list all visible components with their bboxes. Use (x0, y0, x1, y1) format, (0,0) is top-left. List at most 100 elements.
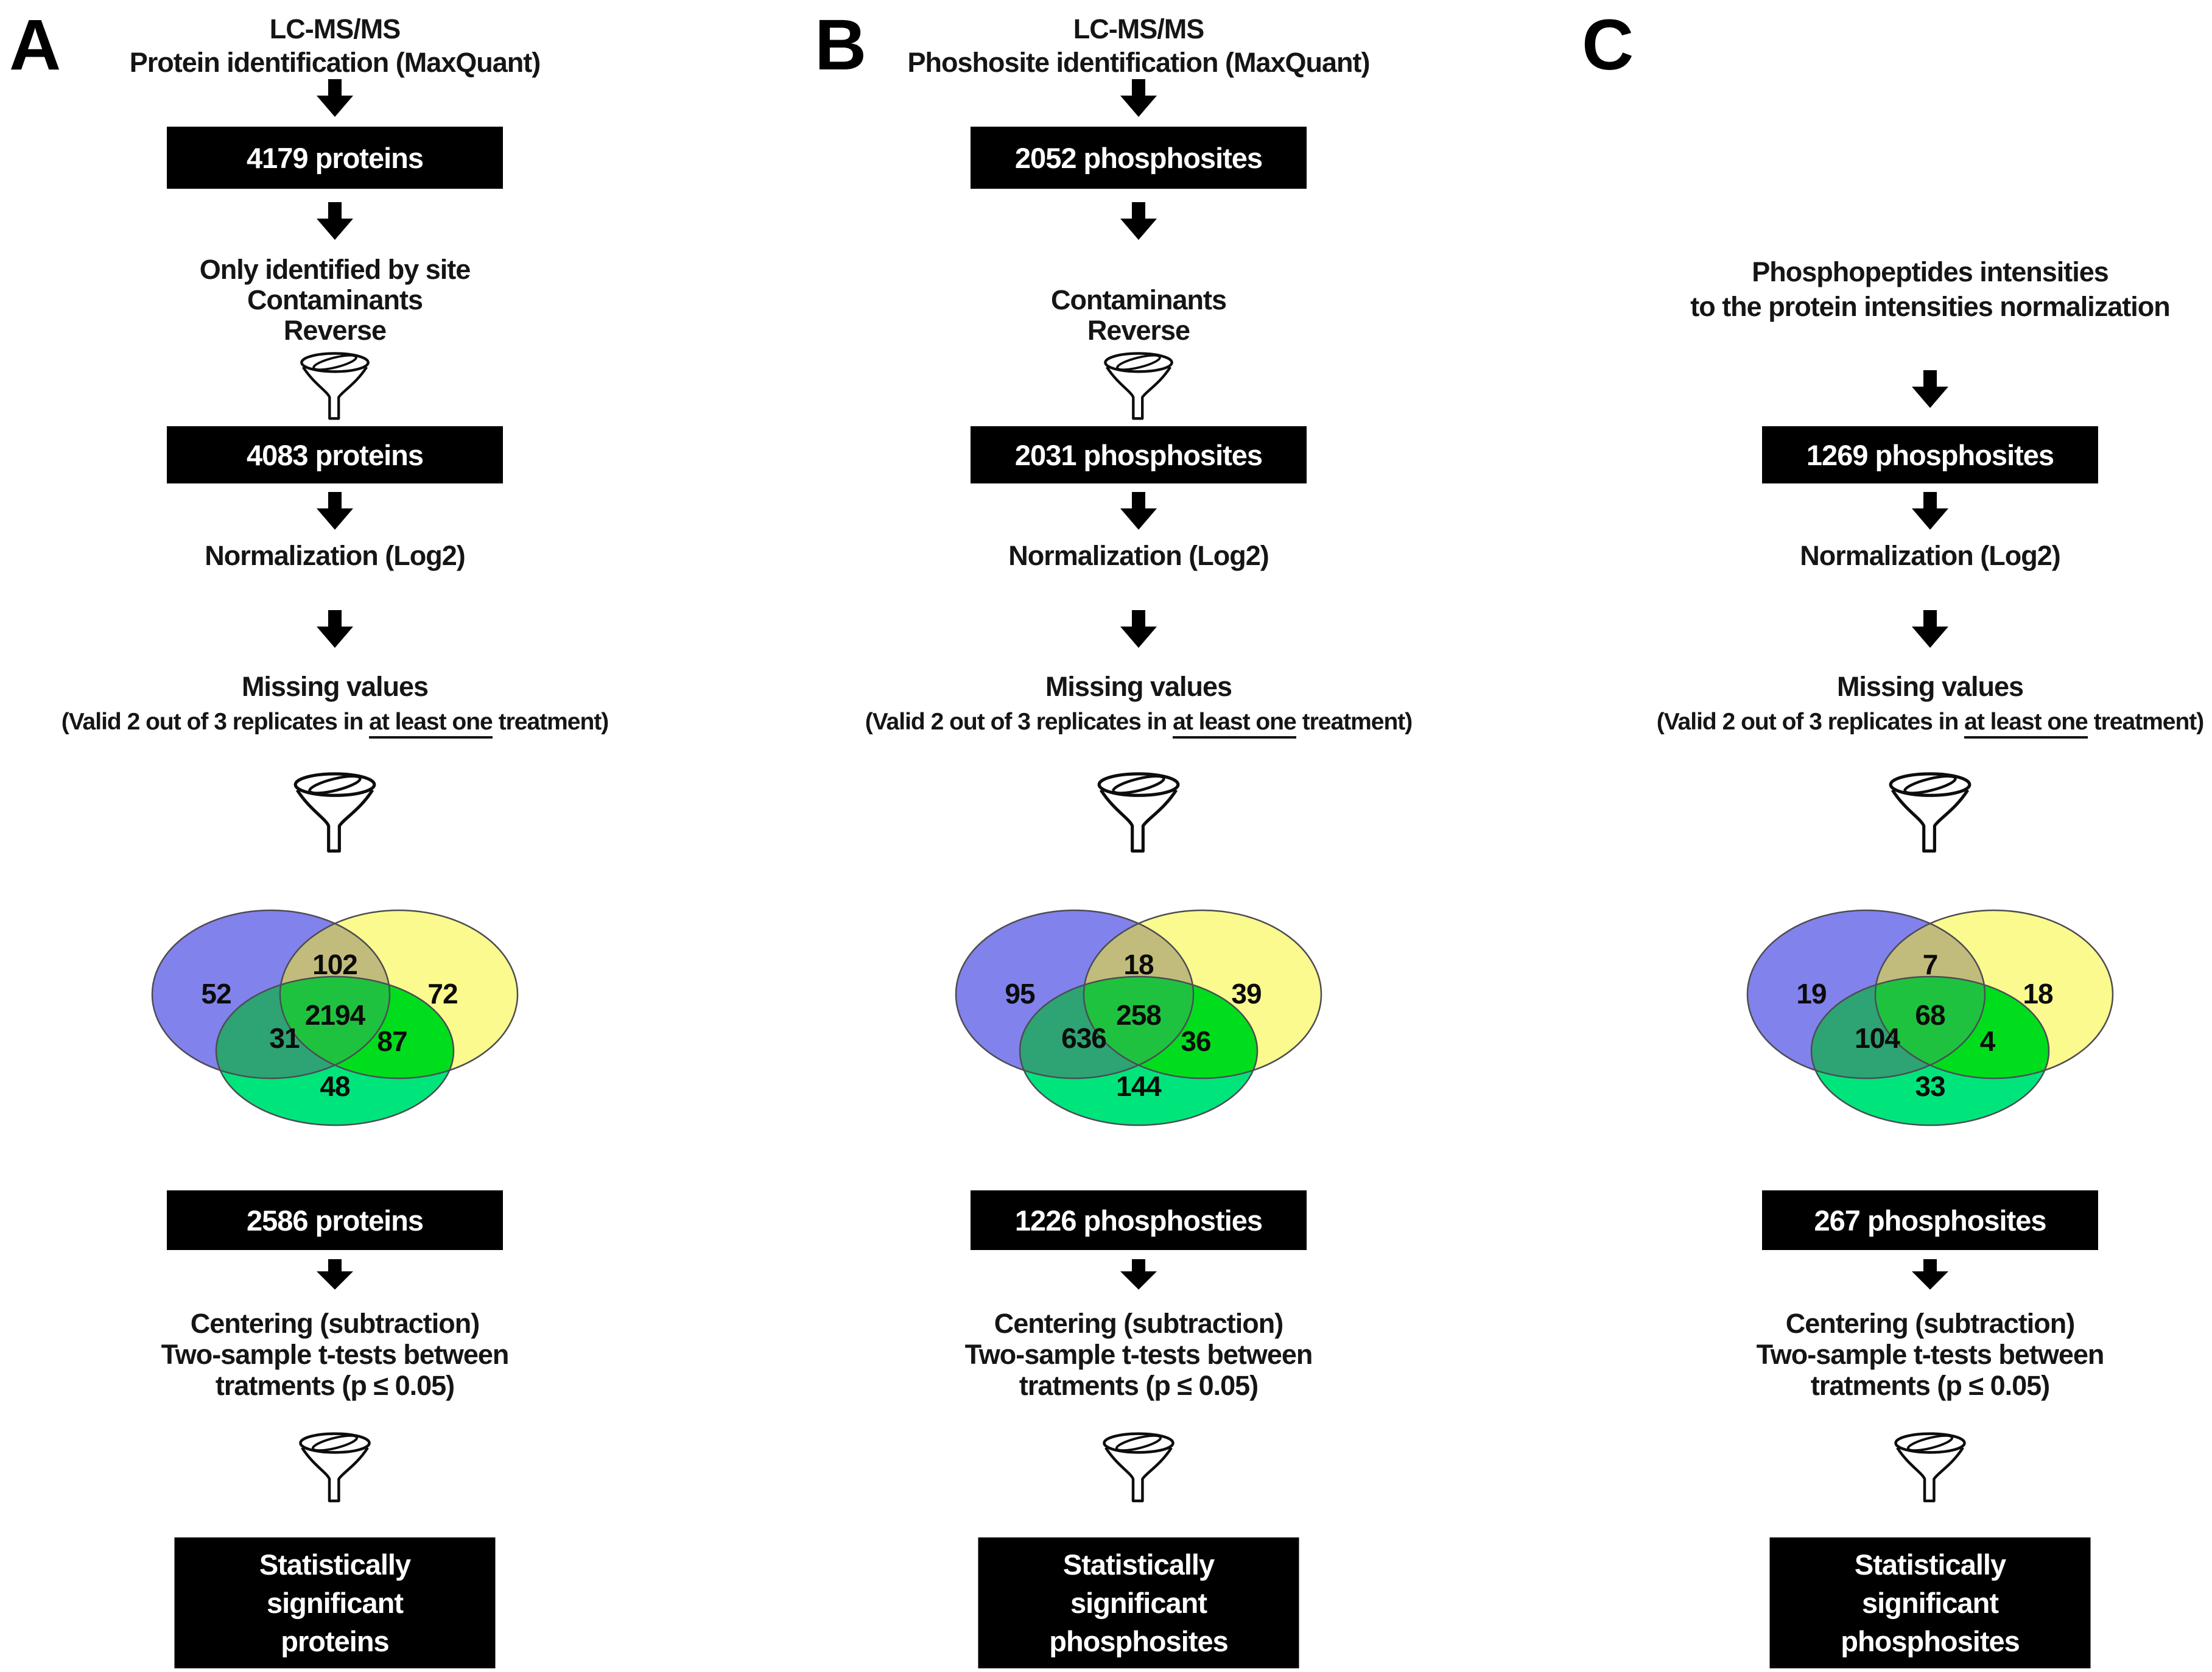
venn-diagram: 52 102 72 2194 31 87 48 (151, 909, 519, 1126)
venn-count-blue: 52 (201, 978, 231, 1010)
venn-outline (1019, 975, 1259, 1126)
venn-region-center (1875, 977, 1985, 1078)
final-result-line: phosphosites (1049, 1625, 1229, 1657)
missing-values-title: Missing values (1836, 671, 2024, 702)
final-result-line: phosphosites (1841, 1625, 2020, 1657)
count-box: 4083 proteins (167, 426, 503, 483)
arrow-down-icon (317, 79, 353, 117)
final-result-line: significant (1861, 1587, 1999, 1619)
panel-label-a: A (9, 5, 61, 85)
title-line: Protein identification (MaxQuant) (129, 47, 541, 78)
arrow-down-icon (1120, 202, 1157, 240)
intro-line: Phosphopeptides intensities (1752, 256, 2109, 287)
venn-count-blue: 19 (1796, 978, 1826, 1010)
venn-region-center (1084, 977, 1193, 1078)
intro-line: to the protein intensities normalization (1690, 291, 2171, 322)
final-result-box: Statistically significant phosphosites (978, 1537, 1299, 1668)
venn-diagram: 19 7 18 68 104 4 33 (1746, 909, 2114, 1126)
centering-step-label: tratments (p ≤ 0.05) (1810, 1370, 2050, 1401)
count-box-label: 2052 phosphosites (1014, 141, 1263, 174)
final-result-line: Statistically (259, 1548, 411, 1581)
count-box-label: 2586 proteins (246, 1204, 424, 1237)
venn-count-green: 144 (1116, 1070, 1162, 1102)
final-result-line: Statistically (1854, 1548, 2006, 1581)
venn-count-blue: 95 (1005, 978, 1035, 1010)
venn-count-yellow-green: 87 (377, 1025, 407, 1057)
venn-count-center: 68 (1915, 999, 1945, 1031)
funnel-icon (293, 772, 376, 853)
missing-values-note: (Valid 2 out of 3 replicates in at least… (1595, 705, 2212, 739)
centering-step-label: Two-sample t-tests between (161, 1339, 510, 1370)
venn-count-blue-green: 31 (269, 1022, 300, 1054)
centering-step-label: Two-sample t-tests between (1756, 1339, 2105, 1370)
count-box-label: 267 phosphosites (1814, 1204, 2047, 1237)
centering-step-label: tratments (p ≤ 0.05) (1019, 1370, 1259, 1401)
count-box-label: 4179 proteins (246, 141, 424, 174)
centering-step-label: tratments (p ≤ 0.05) (215, 1370, 455, 1401)
normalization-label: Normalization (Log2) (1008, 540, 1269, 571)
arrow-down-icon (1120, 492, 1157, 530)
missing-values-note: (Valid 2 out of 3 replicates in at least… (804, 705, 1473, 739)
funnel-icon (1103, 1432, 1174, 1503)
arrow-down-icon (1120, 610, 1157, 648)
venn-count-center: 258 (1116, 999, 1161, 1031)
filter-step-label: Only identified by site (199, 254, 471, 285)
normalization-label: Normalization (Log2) (1800, 540, 2061, 571)
venn-outline (279, 909, 519, 1080)
funnel-icon (300, 352, 370, 420)
venn-count-blue-yellow: 102 (312, 949, 357, 980)
count-box: 267 phosphosites (1762, 1190, 2098, 1250)
count-box-label: 4083 proteins (246, 438, 424, 471)
missing-values-title: Missing values (241, 671, 429, 702)
arrow-down-icon (1912, 1259, 1948, 1290)
final-result-line: significant (1070, 1587, 1207, 1619)
venn-count-green: 48 (320, 1070, 350, 1102)
funnel-icon (299, 1432, 371, 1503)
final-result-line: significant (266, 1587, 404, 1619)
panel-label-b: B (815, 5, 866, 85)
venn-outline (1083, 909, 1322, 1080)
final-result-line: proteins (281, 1625, 389, 1657)
arrow-down-icon (1120, 79, 1157, 117)
count-box-label: 2031 phosphosites (1014, 438, 1263, 471)
arrow-down-icon (1912, 370, 1948, 408)
count-box-label: 1226 phosphosties (1014, 1204, 1263, 1237)
arrow-down-icon (1912, 610, 1948, 648)
venn-diagram: 95 18 39 258 636 36 144 (955, 909, 1322, 1126)
panel-label-c: C (1582, 5, 1634, 85)
venn-count-yellow-green: 4 (1980, 1025, 1996, 1057)
panel-b: LC-MS/MS Phoshosite identification (MaxQ… (804, 0, 1473, 1672)
final-result-box: Statistically significant proteins (174, 1537, 496, 1668)
arrow-down-icon (317, 1259, 353, 1290)
funnel-icon (1889, 772, 1971, 853)
missing-values-title: Missing values (1045, 671, 1232, 702)
venn-count-blue-green: 104 (1855, 1022, 1900, 1054)
venn-count-blue-yellow: 7 (1923, 949, 1938, 980)
normalization-label: Normalization (Log2) (205, 540, 466, 571)
arrow-down-icon (317, 492, 353, 530)
centering-step-label: Centering (subtraction) (994, 1308, 1284, 1339)
title-line: Phoshosite identification (MaxQuant) (907, 47, 1370, 78)
count-box: 2052 phosphosites (971, 127, 1307, 189)
panel-a: LC-MS/MS Protein identification (MaxQuan… (0, 0, 670, 1672)
panel-c: Phosphopeptides intensities to the prote… (1595, 0, 2212, 1672)
count-box-label: 1269 phosphosites (1806, 438, 2054, 471)
filter-step-label: Contaminants (247, 284, 423, 315)
funnel-icon (1894, 1432, 1966, 1503)
venn-count-blue-green: 636 (1061, 1022, 1106, 1054)
venn-count-yellow: 18 (2023, 978, 2053, 1010)
missing-values-note: (Valid 2 out of 3 replicates in at least… (0, 705, 670, 739)
venn-count-yellow: 39 (1231, 978, 1261, 1010)
count-box: 4179 proteins (167, 127, 503, 189)
venn-count-green: 33 (1915, 1070, 1945, 1102)
venn-outline (151, 909, 391, 1080)
centering-step-label: Two-sample t-tests between (964, 1339, 1313, 1370)
venn-outline (1746, 909, 1986, 1080)
title-line: LC-MS/MS (1073, 13, 1204, 44)
filter-step-label: Contaminants (1050, 284, 1227, 315)
count-box: 2031 phosphosites (971, 426, 1307, 483)
count-box: 1269 phosphosites (1762, 426, 2098, 483)
venn-outline (955, 909, 1195, 1080)
arrow-down-icon (317, 610, 353, 648)
venn-count-center: 2194 (305, 999, 366, 1031)
